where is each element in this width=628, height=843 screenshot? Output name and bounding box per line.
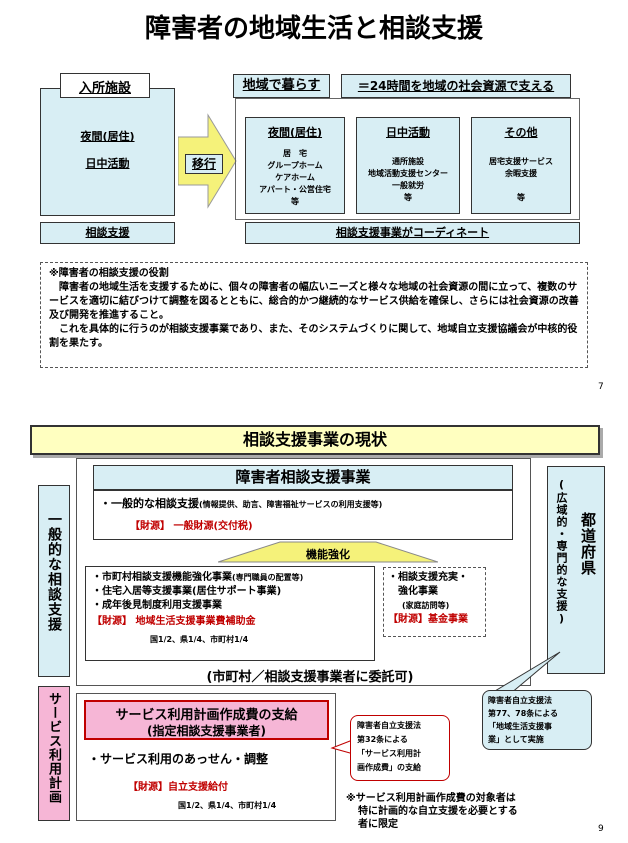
role-note-p2: これを具体的に行うのが相談支援事業であり、また、そのシステムづくりに関して、地域… [49,324,578,349]
page-number-7: 7 [598,382,604,392]
plan-ratio: 国1/2、県1/4、市町村1/4 [178,801,277,810]
callout2-line: 画作成費」の支給 [357,763,421,772]
role-note-box: ※障害者の相談支援の役割 障害者の地域生活を支援するために、個々の障害者の幅広い… [40,262,588,368]
callout2-box: 障害者自立支援法 第32条による 「サービス利用計 画作成費」の支給 [350,715,450,781]
col-night-line: ケアホーム [275,173,315,182]
plan-footnote-line: ※サービス利用計画作成費の対象者は [346,793,516,804]
item-strengthen-detail: (専門職員の配置等) [232,573,304,582]
plan-subtitle: (指定相談支援事業者) [147,724,266,738]
callout1-line: 業」として実施 [488,735,544,744]
callout1-line: 「地域生活支援事 [488,722,552,731]
col-night-line: 居 宅 [283,149,307,158]
general-support-box: ・一般的な相談支援(情報提供、助言、障害福祉サービスの利用支援等) 【財源】 一… [93,490,513,540]
right-bottom-coordinate: 相談支援事業がコーディネート [245,222,580,244]
right-header-24h: ＝24時間を地域の社会資源で支える [341,74,571,98]
callout2-line: 「サービス利用計 [357,749,421,758]
right-header-live: 地域で暮らす [233,74,330,98]
service-plan-vertical: サービス利用計画 [46,692,61,804]
slide1-title: 障害者の地域生活と相談支援 [144,14,483,44]
enhance-line: (家庭訪問等) [402,601,450,610]
left-main-box [40,88,175,216]
prefecture-title: 都道府県 [579,512,597,576]
plan-fund: 【財源】自立支援給付 [128,782,228,793]
general-support: ・一般的な相談支援 [100,497,199,510]
col-other-line: 居宅支援サービス [489,157,553,166]
col-other-line: 等 [517,193,525,202]
left-header-box-front [60,73,150,98]
subsidy-items-box: ・市町村相談支援機能強化事業(専門職員の配置等) ・住宅入居等支援事業(居住サポ… [85,566,375,661]
col-night-line: 等 [291,197,299,206]
col-day-line: 一般就労 [392,181,424,190]
col-day-line: 通所施設 [392,157,424,166]
enhance-line: 強化事業 [398,586,438,597]
col-day-line: 地域活動支援センター [368,169,448,178]
enhance-box: ・相談支援充実・ 強化事業 (家庭訪問等) 【財源】基金事業 [383,567,486,637]
callout2-line: 障害者自立支援法 [357,721,421,730]
col-other-line [472,180,570,192]
service-plan-vertical-box [38,686,70,821]
plan-outer-box [76,693,336,821]
main-box-title: 障害者相談支援事業 [93,465,513,490]
general-support-detail: (情報提供、助言、障害福祉サービスの利用支援等) [199,500,383,509]
col-night: 夜間(居住) 居 宅 グループホーム ケアホーム アパート・公営住宅 等 [245,117,345,214]
entrust-note: (市町村／相談支援事業者に委託可) [206,670,414,685]
callout1-box: 障害者自立支援法 第77、78条による 「地域生活支援事 業」として実施 [482,690,592,750]
item-strengthen: ・市町村相談支援機能強化事業 [92,572,232,583]
function-enhance-arrow [218,541,438,563]
status-banner: 相談支援事業の現状 [30,425,600,455]
plan-footnote-line: 特に計画的な自立支援を必要とする [358,806,518,817]
plan-title-box [84,700,329,740]
page-number-9: 9 [598,824,604,834]
role-note-p1: 障害者の地域生活を支援するために、個々の障害者の幅広いニーズと様々な地域の社会資… [49,282,579,321]
col-day-title: 日中活動 [386,126,430,139]
left-item-day: 日中活動 [85,157,130,170]
plan-footnote-line: 者に限定 [358,819,398,830]
subsidy-ratio: 国1/2、県1/4、市町村1/4 [150,635,249,644]
subsidy-fund: 【財源】 地域生活支援事業費補助金 [92,616,256,627]
col-day-lines: 通所施設 地域活動支援センター 一般就労 等 [357,156,459,204]
prefecture-box [547,466,605,674]
general-support-vertical-box [38,485,70,677]
general-fund: 【財源】 一般財源(交付税) [130,521,253,532]
arrow-label: 移行 [185,154,223,174]
enhance-fund: 【財源】基金事業 [388,614,468,625]
col-night-lines: 居 宅 グループホーム ケアホーム アパート・公営住宅 等 [246,148,344,208]
left-bottom-support: 相談支援 [40,222,175,244]
col-other-line: 余暇支援 [505,169,537,178]
plan-item: ・サービス利用のあっせん・調整 [88,752,269,766]
callout1-line: 第77、78条による [488,709,559,718]
plan-footnote: ※サービス利用計画作成費の対象者は 特に計画的な自立支援を必要とする 者に限定 [346,792,576,831]
right-outer-box [235,98,580,220]
item-housing: ・住宅入居等支援事業(居住サポート事業) [92,586,282,597]
col-day: 日中活動 通所施設 地域活動支援センター 一般就労 等 [356,117,460,214]
col-night-title: 夜間(居住) [267,126,323,139]
left-header-text: 入所施設 [78,81,131,96]
col-night-line: グループホーム [267,161,323,170]
prefecture-subtitle: (広域的・専門的な支援) [555,478,568,626]
left-item-night: 夜間(居住) [80,130,135,143]
col-other-lines: 居宅支援サービス 余暇支援 等 [472,156,570,204]
function-enhance-label: 機能強化 [306,548,350,561]
callout1-line: 障害者自立支援法 [488,696,552,705]
col-other: その他 居宅支援サービス 余暇支援 等 [471,117,571,214]
col-other-title: その他 [504,126,538,139]
role-note-title: ※障害者の相談支援の役割 [49,268,169,279]
general-support-vertical: 一般的な相談支援 [46,512,62,632]
col-night-line: アパート・公営住宅 [259,185,331,194]
item-guardian: ・成年後見制度利用支援事業 [92,600,222,611]
callout2-line: 第32条による [357,735,408,744]
col-day-line: 等 [404,193,412,202]
plan-title: サービス利用計画作成費の支給 [115,708,298,723]
main-outer-box [76,458,531,686]
enhance-line: ・相談支援充実・ [388,572,468,583]
